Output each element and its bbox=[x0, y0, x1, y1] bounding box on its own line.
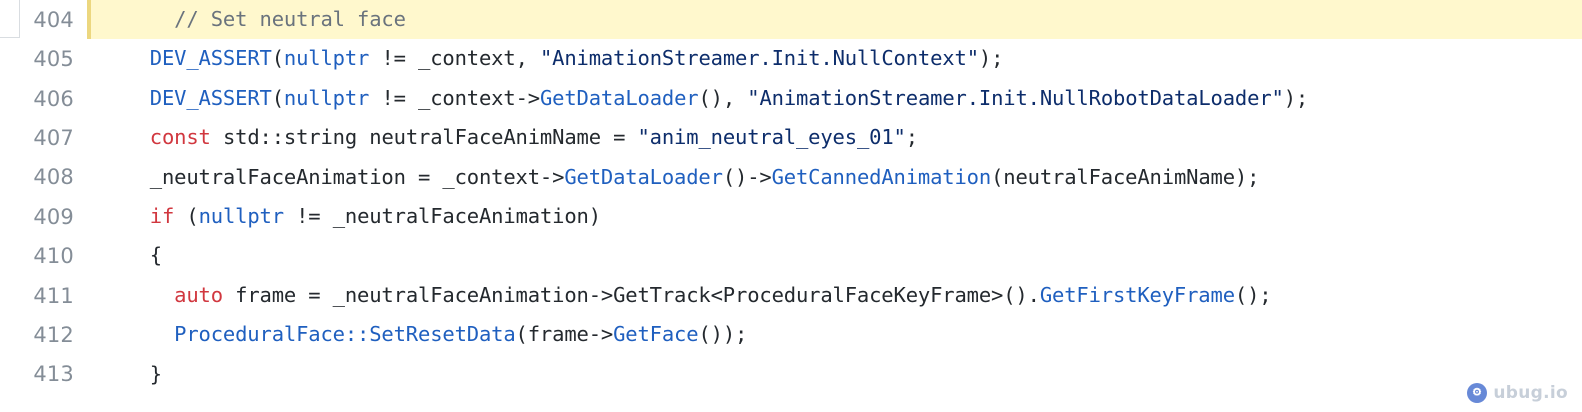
token-plain bbox=[101, 125, 150, 149]
token-plain: ); bbox=[1283, 85, 1309, 110]
token-func: GetDataLoader bbox=[539, 85, 699, 110]
token-plain: { bbox=[101, 243, 162, 268]
token-func: ProceduralFace::SetResetData bbox=[174, 322, 516, 347]
token-plain: != _neutralFaceAnimation) bbox=[283, 204, 601, 229]
line-number[interactable]: 411 bbox=[33, 283, 74, 308]
token-plain: ()-> bbox=[722, 164, 772, 189]
token-func: DEV_ASSERT bbox=[149, 46, 272, 71]
token-plain: != _context-> bbox=[369, 85, 540, 110]
watermark: ubug.io bbox=[1467, 383, 1568, 403]
code-line-content[interactable]: // Set neutral face bbox=[87, 0, 1582, 40]
token-keyword: const bbox=[149, 125, 211, 150]
line-number[interactable]: 410 bbox=[33, 244, 74, 269]
token-plain: ( bbox=[174, 204, 199, 229]
code-line: 405 DEV_ASSERT(nullptr != _context, "Ani… bbox=[0, 39, 1582, 78]
token-string: "AnimationStreamer.Init.NullContext" bbox=[539, 46, 979, 71]
line-number[interactable]: 405 bbox=[33, 47, 74, 72]
code-tokens: if (nullptr != _neutralFaceAnimation) bbox=[87, 204, 601, 228]
token-plain bbox=[101, 204, 150, 228]
token-plain: ()); bbox=[698, 322, 748, 347]
token-plain bbox=[101, 7, 174, 31]
code-tokens: const std::string neutralFaceAnimName = … bbox=[87, 125, 918, 149]
code-line-content[interactable]: auto frame = _neutralFaceAnimation->GetT… bbox=[87, 276, 1582, 315]
token-plain: ( bbox=[271, 46, 284, 71]
code-line-content[interactable]: DEV_ASSERT(nullptr != _context->GetDataL… bbox=[87, 79, 1582, 118]
token-plain bbox=[101, 86, 150, 110]
line-number[interactable]: 413 bbox=[33, 362, 74, 387]
token-func: GetFace bbox=[613, 322, 699, 347]
token-keyword: if bbox=[149, 204, 175, 229]
code-line: 409 if (nullptr != _neutralFaceAnimation… bbox=[0, 197, 1582, 236]
token-plain: frame = _neutralFaceAnimation->GetTrack<… bbox=[222, 282, 1040, 307]
line-number[interactable]: 408 bbox=[33, 165, 74, 190]
token-plain: (), bbox=[698, 85, 748, 110]
code-line: 408 _neutralFaceAnimation = _context->Ge… bbox=[0, 158, 1582, 197]
token-plain: ( bbox=[271, 85, 284, 110]
token-plain: (); bbox=[1234, 282, 1272, 307]
token-plain bbox=[101, 322, 174, 346]
line-number[interactable]: 412 bbox=[33, 322, 74, 347]
code-line-content[interactable]: ProceduralFace::SetResetData(frame->GetF… bbox=[87, 315, 1582, 354]
code-line: 411 auto frame = _neutralFaceAnimation->… bbox=[0, 276, 1582, 315]
code-tokens: // Set neutral face bbox=[87, 7, 406, 31]
code-tokens: auto frame = _neutralFaceAnimation->GetT… bbox=[87, 283, 1271, 307]
line-number[interactable]: 404 bbox=[33, 7, 74, 32]
token-func: DEV_ASSERT bbox=[149, 85, 272, 110]
code-line-content[interactable]: if (nullptr != _neutralFaceAnimation) bbox=[87, 197, 1582, 236]
token-plain: != _context, bbox=[369, 46, 540, 71]
code-line-content[interactable]: _neutralFaceAnimation = _context->GetDat… bbox=[87, 158, 1582, 197]
line-number[interactable]: 406 bbox=[33, 86, 74, 111]
token-func: nullptr bbox=[283, 46, 370, 71]
code-line: 404 // Set neutral face bbox=[0, 0, 1582, 40]
token-plain: std::string neutralFaceAnimName = bbox=[210, 125, 638, 150]
token-func: nullptr bbox=[283, 85, 370, 110]
watermark-label: ubug.io bbox=[1493, 383, 1568, 403]
code-line: 412 ProceduralFace::SetResetData(frame->… bbox=[0, 315, 1582, 354]
code-line: 410 { bbox=[0, 236, 1582, 275]
code-line: 413 } bbox=[0, 355, 1582, 394]
line-number[interactable]: 409 bbox=[33, 204, 74, 229]
code-line: 406 DEV_ASSERT(nullptr != _context->GetD… bbox=[0, 79, 1582, 118]
code-tokens: _neutralFaceAnimation = _context->GetDat… bbox=[87, 164, 1260, 189]
token-string: "anim_neutral_eyes_01" bbox=[637, 125, 906, 150]
token-plain bbox=[101, 283, 174, 307]
code-line-content[interactable]: { bbox=[87, 236, 1582, 275]
token-plain bbox=[101, 46, 150, 70]
token-func: GetDataLoader bbox=[564, 164, 723, 189]
token-plain: (neutralFaceAnimName); bbox=[991, 164, 1260, 189]
eye-gear-icon bbox=[1467, 383, 1488, 403]
token-plain: ); bbox=[978, 46, 1004, 71]
token-func: GetFirstKeyFrame bbox=[1039, 282, 1235, 307]
code-line-content[interactable]: } bbox=[87, 355, 1582, 394]
token-func: nullptr bbox=[198, 204, 285, 229]
code-line: 407 const std::string neutralFaceAnimNam… bbox=[0, 118, 1582, 157]
code-tokens: } bbox=[87, 362, 162, 386]
token-plain: } bbox=[101, 361, 162, 386]
token-func: GetCannedAnimation bbox=[771, 164, 992, 189]
line-number[interactable]: 407 bbox=[33, 125, 74, 150]
code-tokens: DEV_ASSERT(nullptr != _context, "Animati… bbox=[87, 46, 1004, 71]
token-plain: ; bbox=[905, 125, 918, 150]
code-tokens: { bbox=[87, 243, 162, 267]
token-comment: // Set neutral face bbox=[174, 7, 406, 31]
token-keyword: auto bbox=[174, 282, 223, 307]
token-string: "AnimationStreamer.Init.NullRobotDataLoa… bbox=[747, 85, 1284, 110]
token-plain: _neutralFaceAnimation = _context-> bbox=[101, 164, 565, 189]
token-plain: (frame-> bbox=[515, 322, 614, 347]
code-line-content[interactable]: DEV_ASSERT(nullptr != _context, "Animati… bbox=[87, 39, 1582, 78]
code-line-content[interactable]: const std::string neutralFaceAnimName = … bbox=[87, 118, 1582, 157]
code-tokens: DEV_ASSERT(nullptr != _context->GetDataL… bbox=[87, 86, 1308, 110]
code-tokens: ProceduralFace::SetResetData(frame->GetF… bbox=[87, 322, 747, 346]
